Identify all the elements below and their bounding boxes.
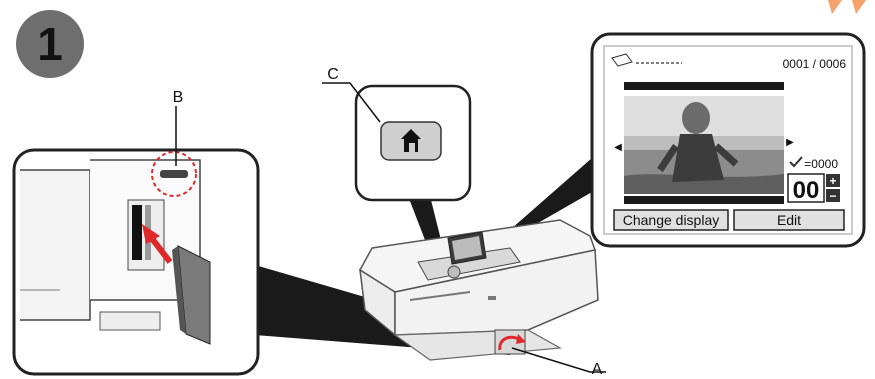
plus-glyph: +	[829, 174, 836, 188]
change-display-label: Change display	[623, 212, 720, 228]
image-counter: 0001 / 0006	[783, 57, 847, 71]
copies-counter: =0000	[804, 157, 838, 171]
home-button-inset	[356, 86, 470, 200]
copies-value: 00	[793, 177, 820, 204]
callout-c: C	[327, 66, 339, 83]
minus-glyph: −	[829, 189, 836, 203]
callout-b: B	[173, 89, 184, 106]
step-badge: 1	[16, 10, 84, 78]
edit-label: Edit	[777, 212, 801, 228]
photo-preview	[624, 96, 784, 194]
step-number: 1	[37, 18, 63, 70]
prev-arrow[interactable]: ◀	[614, 142, 622, 153]
next-arrow[interactable]: ▶	[786, 137, 794, 148]
lcd-inset: 0001 / 0006 ◀ ▶ =0000 00 + −	[592, 34, 864, 246]
orange-accent-marks	[828, 0, 866, 14]
edit-button[interactable]: Edit	[734, 210, 844, 230]
callout-a: A	[592, 361, 603, 378]
change-display-button[interactable]: Change display	[614, 210, 728, 230]
card-slot-inset	[14, 150, 258, 374]
